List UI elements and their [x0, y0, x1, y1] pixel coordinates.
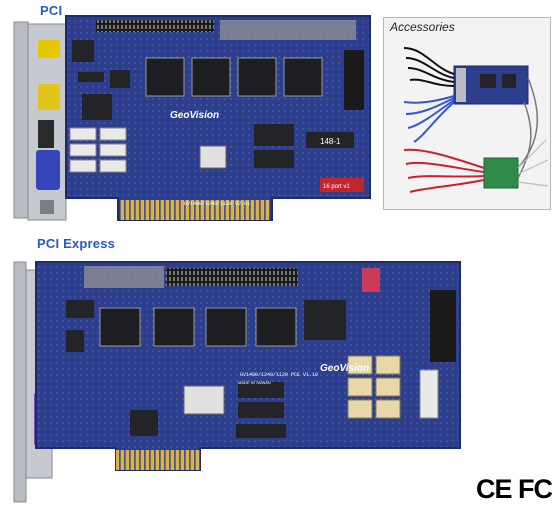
pcie-brand: GeoVision: [320, 363, 369, 374]
pcie-white-chip: [183, 385, 225, 415]
pcie-card: [13, 261, 461, 503]
pcie-right-header: [430, 290, 456, 362]
accessory-green-board: [483, 157, 519, 189]
pcie-chip-3: [205, 307, 247, 347]
pci-chip-3: [237, 57, 277, 97]
accessories-panel: Accessories: [383, 17, 551, 210]
accessories-image: [403, 47, 549, 193]
blue-cables: [403, 95, 455, 143]
pcie-chip-2: [153, 307, 195, 347]
pci-148-chip: [306, 132, 354, 148]
pci-pin-header: [96, 20, 214, 32]
red-cables: [403, 148, 485, 193]
pci-label: PCI: [40, 3, 63, 18]
pcie-chip-4: [255, 307, 297, 347]
pci-chip: [72, 40, 94, 62]
pcie-bracket: [13, 261, 27, 503]
pci-dip-header: [220, 20, 356, 40]
pci-brand: GeoVision: [170, 110, 219, 121]
pci-model: GV1480/1240/1120 V2.01: [184, 201, 250, 207]
pci-right-header: [344, 50, 364, 110]
pci-screw: [40, 200, 54, 214]
pci-tag-label: 16 port v1: [323, 184, 350, 190]
pci-white-chip: [199, 145, 227, 169]
black-cables: [403, 47, 455, 87]
pcie-gold-fingers: [116, 450, 200, 470]
pci-card: [13, 15, 371, 221]
accessories-title: Accessories: [390, 20, 455, 34]
pci-chip-4: [283, 57, 323, 97]
pci-express-label: PCI Express: [37, 236, 116, 251]
pcie-origin: MADE IN TAIWAN: [238, 380, 271, 385]
pci-bracket: [13, 21, 29, 219]
pci-blue-port: [36, 150, 60, 190]
pci-black-port: [38, 120, 54, 148]
pcie-pin-header: [166, 268, 298, 286]
pcie-model: GV1480/1240/1120 PCE V1.10: [240, 372, 318, 378]
pci-red-tag: [320, 178, 364, 192]
pci-chip-label: 148-1: [320, 137, 341, 146]
pci-yellow-jack: [38, 40, 60, 58]
pcie-red-switch: [362, 268, 380, 292]
pci-chip-1: [145, 57, 185, 97]
pci-dc-label: [38, 84, 60, 110]
pcie-chip-1: [99, 307, 141, 347]
pci-gold-fingers: [120, 200, 270, 220]
pci-chip-2: [191, 57, 231, 97]
pcie-dip-header: [84, 266, 164, 288]
certification-marks: CE FC: [476, 474, 553, 504]
pcie-white-connector: [419, 369, 439, 419]
grey-cables: [517, 77, 539, 179]
